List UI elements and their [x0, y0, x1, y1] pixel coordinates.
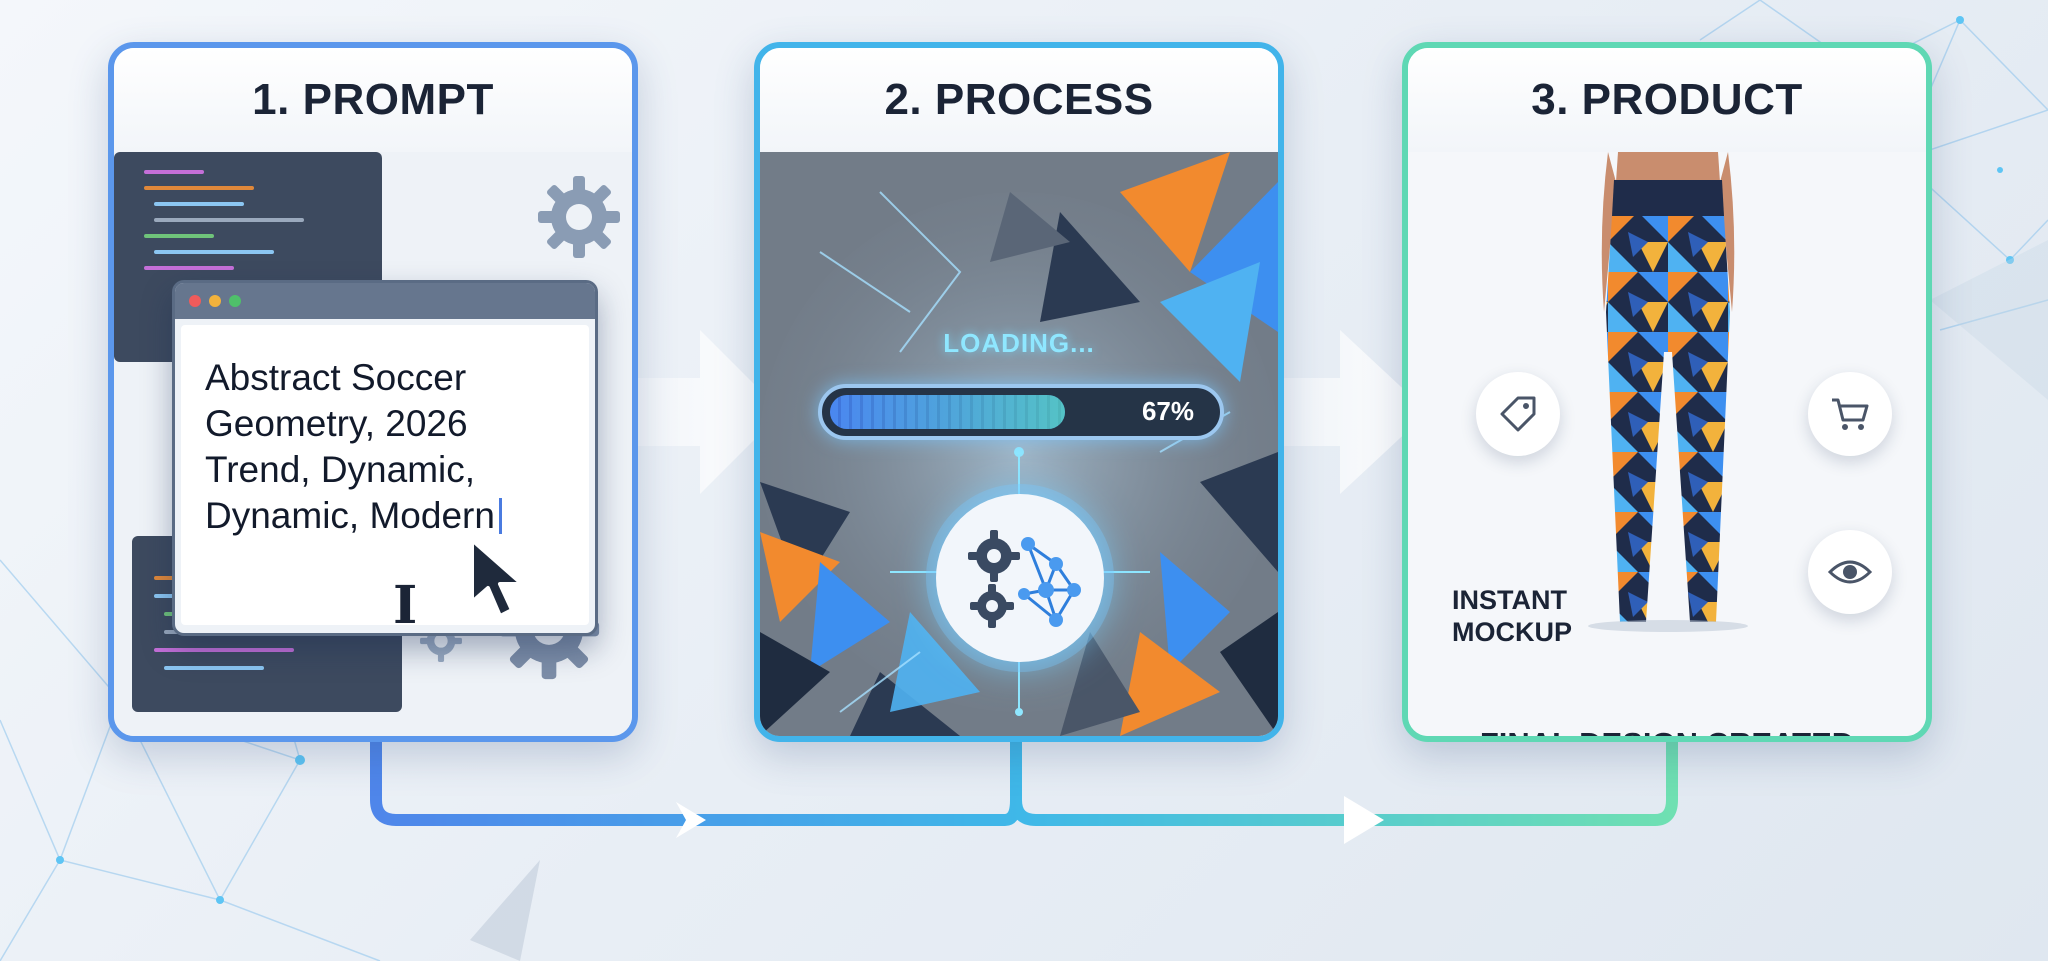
leggings-mockup	[1588, 152, 1748, 632]
text-caret	[498, 498, 502, 534]
progress-fill	[830, 395, 1065, 429]
minimize-dot	[209, 295, 221, 307]
final-design-label: FINAL DESIGN CREATED	[1408, 726, 1926, 736]
step-prompt-panel: 1. PROMPT	[108, 42, 638, 742]
close-dot	[189, 295, 201, 307]
product-illustration: INSTANT MOCKUP FINAL DESIGN CREATED	[1408, 152, 1926, 736]
window-title-bar	[175, 283, 595, 319]
cart-icon	[1832, 398, 1869, 430]
progress-percent: 67%	[1141, 396, 1194, 426]
instant-mockup-label: INSTANT MOCKUP	[1452, 584, 1572, 648]
step-process-title: 2. PROCESS	[760, 48, 1278, 152]
eye-icon	[1827, 560, 1873, 584]
tag-icon	[1500, 396, 1536, 432]
prompt-line: Dynamic, Modern	[205, 495, 495, 536]
mockup-label-line: INSTANT	[1452, 585, 1567, 615]
prompt-input-window[interactable]: Abstract Soccer Geometry, 2026 Trend, Dy…	[172, 280, 598, 636]
tag-button[interactable]	[1476, 372, 1560, 456]
maximize-dot	[229, 295, 241, 307]
mouse-pointer-icon	[470, 538, 524, 618]
abstract-shards	[760, 152, 1278, 736]
progress-bar: 67%	[818, 384, 1224, 440]
text-cursor-icon: I	[393, 575, 418, 636]
prompt-illustration: Abstract Soccer Geometry, 2026 Trend, Dy…	[114, 152, 632, 736]
cart-button[interactable]	[1808, 372, 1892, 456]
prompt-line: Trend, Dynamic,	[205, 449, 476, 490]
prompt-line: Abstract Soccer	[205, 357, 467, 398]
step-prompt-title: 1. PROMPT	[114, 48, 632, 152]
gear-icon	[538, 176, 620, 258]
step-process-panel: 2. PROCESS	[754, 42, 1284, 742]
prompt-line: Geometry, 2026	[205, 403, 468, 444]
mockup-label-line: MOCKUP	[1452, 617, 1572, 647]
step-product-panel: 3. PRODUCT	[1402, 42, 1932, 742]
step-product-title: 3. PRODUCT	[1408, 48, 1926, 152]
prompt-text: Abstract Soccer Geometry, 2026 Trend, Dy…	[205, 355, 575, 539]
ai-processing-hub	[936, 494, 1104, 662]
loading-label: LOADING...	[943, 328, 1095, 358]
process-illustration: LOADING... 67%	[760, 152, 1278, 736]
gears-neural-network-icon	[968, 530, 1081, 628]
prompt-text-field[interactable]: Abstract Soccer Geometry, 2026 Trend, Dy…	[181, 325, 589, 636]
preview-button[interactable]	[1808, 530, 1892, 614]
